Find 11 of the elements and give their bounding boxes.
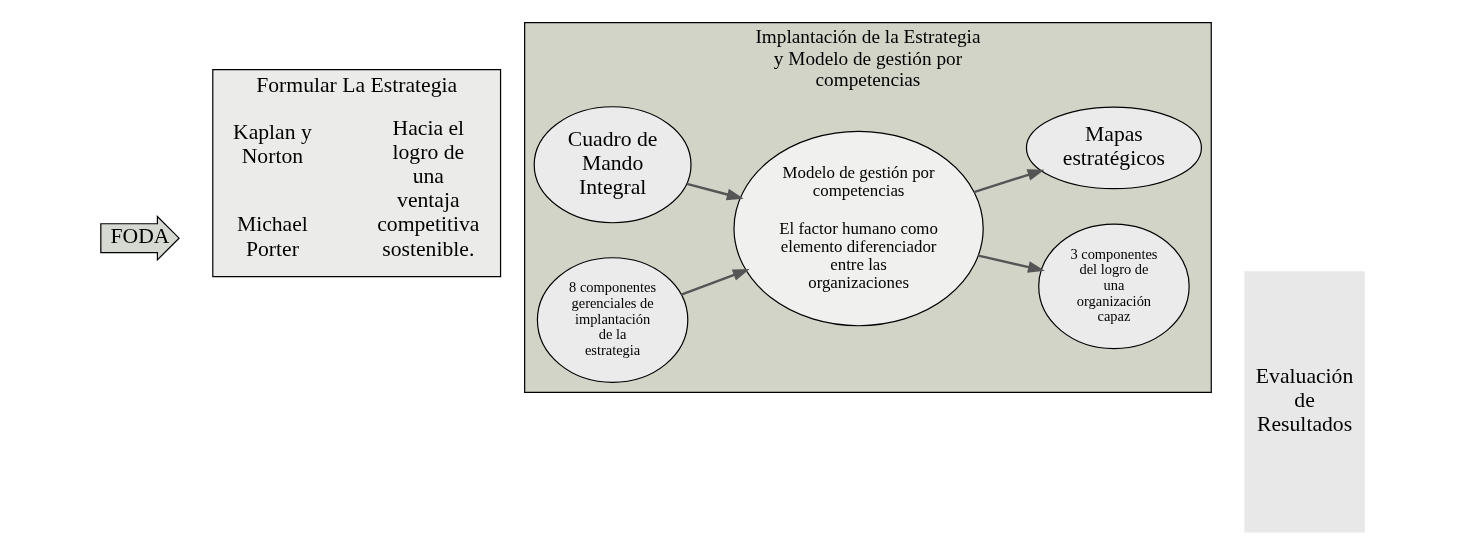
arrow xyxy=(680,269,750,296)
node-ellipse: 3 componentes del logro de una organización capaz xyxy=(1037,223,1190,350)
arrow xyxy=(973,169,1044,194)
arrow xyxy=(686,182,744,201)
node-box: Evaluación de Resultados xyxy=(1243,271,1365,533)
node-ellipse: 8 componentes gerenciales de implantación de la estrategia xyxy=(536,257,688,383)
node-ellipse: Cuadro de Mando Integral xyxy=(533,106,692,224)
node-text: Hacia el logro de una ventaja competitiva sostenible. xyxy=(376,116,479,261)
node-text: Kaplan y Norton xyxy=(232,119,312,168)
arrow xyxy=(977,254,1045,273)
node-text: Michael Porter xyxy=(236,212,308,261)
